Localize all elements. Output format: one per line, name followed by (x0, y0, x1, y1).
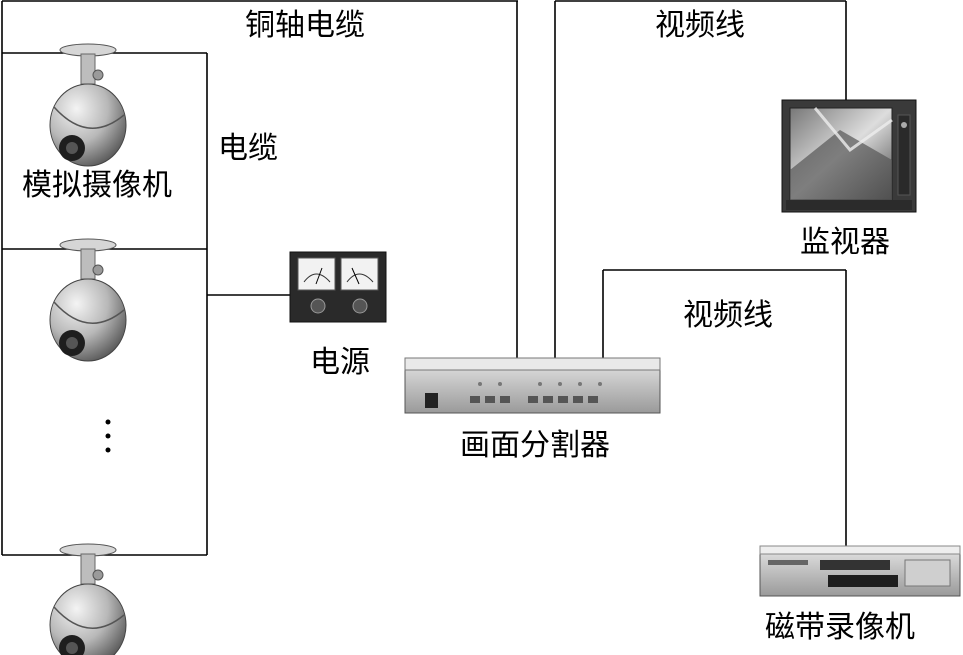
coax-cable-wiring (1, 0, 518, 556)
label-coax-cable: 铜轴电缆 (245, 8, 365, 43)
label-cable: 电缆 (218, 131, 278, 166)
video-line-to-monitor (554, 0, 847, 358)
vcr-icon (759, 545, 961, 597)
label-power-supply: 电源 (310, 345, 370, 380)
video-splitter-icon (404, 357, 661, 414)
label-vcr: 磁带录像机 (765, 610, 915, 645)
label-video-line-top: 视频线 (655, 8, 745, 43)
power-supply-icon (289, 251, 387, 323)
label-splitter: 画面分割器 (460, 428, 610, 463)
video-line-to-vcr (602, 269, 847, 548)
ellipsis-dots (105, 419, 111, 453)
analog-camera-icon (49, 43, 127, 167)
analog-camera-icon (49, 238, 127, 362)
label-video-line-bottom: 视频线 (683, 298, 773, 333)
label-analog-camera: 模拟摄像机 (22, 168, 172, 203)
analog-camera-icon (49, 543, 127, 655)
crt-monitor-icon (781, 99, 917, 213)
label-monitor: 监视器 (800, 225, 890, 260)
